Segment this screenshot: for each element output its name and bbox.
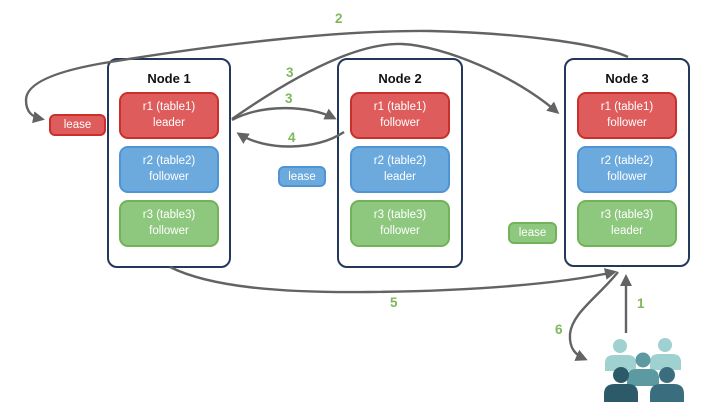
step-label-3-lower: 3: [285, 91, 293, 106]
step-label-6: 6: [555, 322, 563, 337]
node1-replica-r1: r1 (table1) leader: [119, 92, 219, 139]
replica-name: r1 (table1): [600, 101, 654, 114]
replica-role: follower: [380, 224, 420, 237]
replica-name: r3 (table3): [373, 209, 427, 222]
replica-role: leader: [384, 170, 416, 183]
node2-replica-r1: r1 (table1) follower: [350, 92, 450, 139]
lease-badge-green: lease: [508, 222, 557, 244]
users-icon: [604, 338, 684, 402]
step-label-2: 2: [335, 11, 343, 26]
node1-replica-r3: r3 (table3) follower: [119, 200, 219, 247]
step-label-3-upper: 3: [286, 65, 294, 80]
node2-title: Node 2: [378, 71, 422, 86]
replica-role: follower: [607, 170, 647, 183]
step-label-4: 4: [288, 130, 296, 145]
node3-title: Node 3: [605, 71, 649, 86]
replica-role: leader: [611, 224, 643, 237]
replica-name: r1 (table1): [373, 101, 427, 114]
arrow-step5-node1-to-node3: [169, 265, 617, 294]
node1-card: Node 1 r1 (table1) leader r2 (table2) fo…: [107, 58, 231, 268]
node2-replica-r3: r3 (table3) follower: [350, 200, 450, 247]
node3-replica-r1: r1 (table1) follower: [577, 92, 677, 139]
lease-badge-red: lease: [49, 114, 106, 136]
replica-name: r2 (table2): [142, 155, 196, 168]
replica-name: r1 (table1): [142, 101, 196, 114]
step-label-5: 5: [390, 295, 398, 310]
replica-role: follower: [149, 170, 189, 183]
replica-name: r2 (table2): [373, 155, 427, 168]
arrow-step3-node1-to-node2: [231, 106, 337, 122]
replica-name: r3 (table3): [142, 209, 196, 222]
replica-role: leader: [153, 116, 185, 129]
node3-replica-r3: r3 (table3) leader: [577, 200, 677, 247]
step-label-1: 1: [637, 296, 645, 311]
lease-badge-blue: lease: [278, 166, 326, 187]
node2-card: Node 2 r1 (table1) follower r2 (table2) …: [337, 58, 463, 268]
node1-replica-r2: r2 (table2) follower: [119, 146, 219, 193]
node3-replica-r2: r2 (table2) follower: [577, 146, 677, 193]
replica-role: follower: [607, 116, 647, 129]
replica-role: follower: [149, 224, 189, 237]
node1-title: Node 1: [147, 71, 191, 86]
node3-card: Node 3 r1 (table1) follower r2 (table2) …: [564, 58, 690, 267]
replica-role: follower: [380, 116, 420, 129]
node2-replica-r2: r2 (table2) leader: [350, 146, 450, 193]
replica-name: r3 (table3): [600, 209, 654, 222]
replica-name: r2 (table2): [600, 155, 654, 168]
